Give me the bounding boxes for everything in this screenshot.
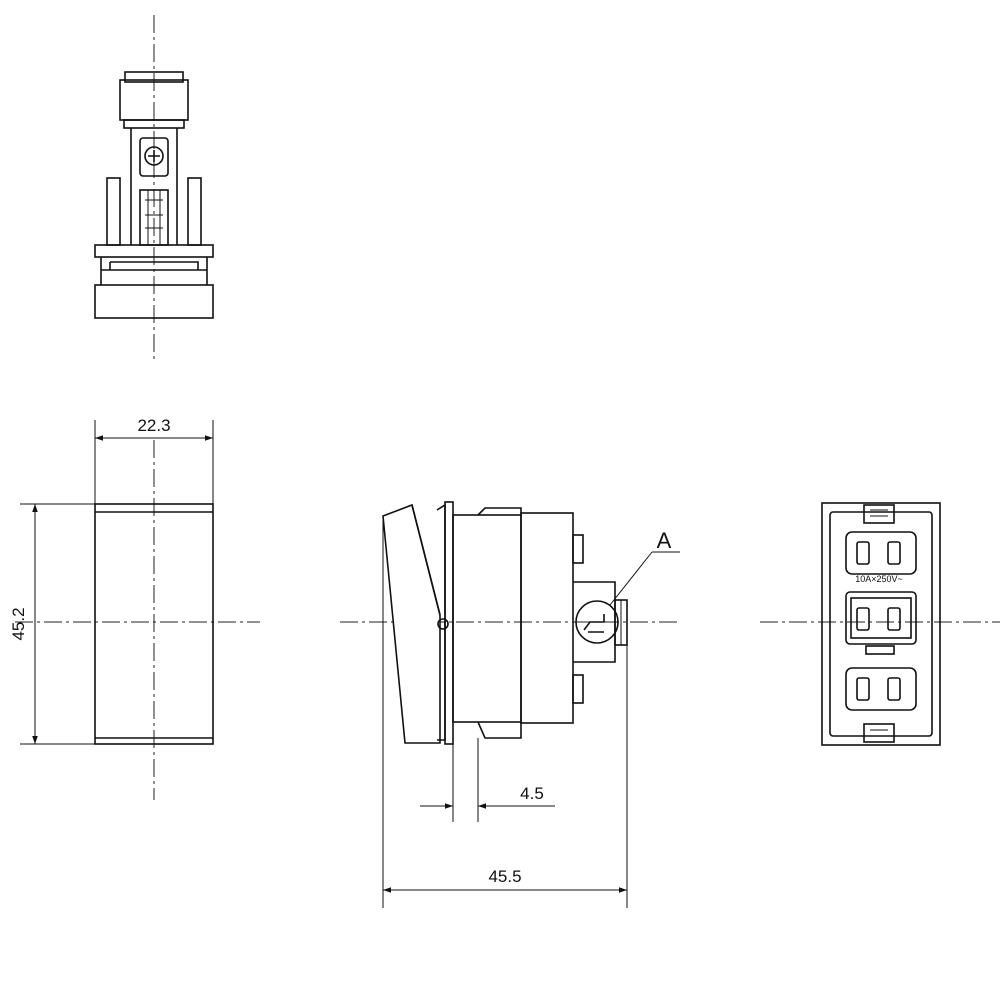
screw-plate bbox=[139, 137, 169, 177]
pin-lower-right bbox=[887, 677, 901, 701]
pin-middle-left bbox=[856, 607, 870, 631]
side-view: A 4.5 45.5 bbox=[340, 501, 680, 908]
top-cap bbox=[124, 71, 184, 83]
left-clip bbox=[106, 177, 121, 246]
pivot-icon bbox=[437, 618, 449, 630]
base-flange bbox=[94, 244, 214, 258]
terminal-pair-upper bbox=[845, 531, 917, 575]
pin-lower-left bbox=[856, 677, 870, 701]
callout-leader bbox=[609, 551, 653, 606]
pin-middle-right bbox=[887, 607, 901, 631]
screw-icon bbox=[144, 146, 164, 166]
screw-cross-icon bbox=[148, 150, 160, 162]
side-body bbox=[452, 514, 522, 723]
rear-housing bbox=[520, 512, 574, 724]
terminal-lower bbox=[572, 674, 584, 704]
rear-clip-top bbox=[863, 504, 895, 524]
right-clip bbox=[187, 177, 202, 246]
bezel bbox=[444, 501, 454, 745]
detail-symbol bbox=[583, 614, 605, 633]
terminal-upper bbox=[572, 534, 584, 564]
terminal-detail bbox=[145, 190, 163, 245]
front-body bbox=[94, 503, 214, 745]
bracket-sides bbox=[130, 128, 178, 245]
pin-upper-left bbox=[856, 541, 870, 565]
rocker-edge bbox=[411, 504, 441, 616]
bottom-latch bbox=[477, 721, 522, 739]
terminal-pair-middle bbox=[845, 591, 917, 645]
width-label: 22.3 bbox=[137, 416, 170, 435]
rocker-actuator bbox=[382, 503, 441, 744]
top-latch bbox=[477, 507, 522, 516]
detail-circle-a bbox=[575, 600, 619, 644]
rear-clip-bottom-detail bbox=[870, 729, 888, 737]
depth-label: 45.5 bbox=[488, 867, 521, 886]
top-collar bbox=[123, 119, 185, 129]
terminal-middle-inner bbox=[850, 597, 912, 639]
base-slot bbox=[100, 257, 208, 285]
rear-clip-bottom bbox=[863, 723, 895, 743]
middle-tab bbox=[865, 645, 895, 655]
front-view: 22.3 45.2 bbox=[9, 416, 260, 800]
base-block bbox=[94, 284, 214, 319]
rating-label: 10A×250V~ bbox=[855, 574, 903, 584]
pin-upper-right bbox=[887, 541, 901, 565]
rear-view: 10A×250V~ bbox=[760, 502, 1000, 746]
callout-label: A bbox=[657, 528, 672, 553]
offset-label: 4.5 bbox=[520, 784, 544, 803]
height-label: 45.2 bbox=[9, 607, 28, 640]
rear-clip-top-detail bbox=[870, 509, 888, 517]
top-view bbox=[94, 15, 214, 360]
terminal-pair-lower bbox=[845, 667, 917, 711]
rear-frame bbox=[821, 502, 941, 746]
